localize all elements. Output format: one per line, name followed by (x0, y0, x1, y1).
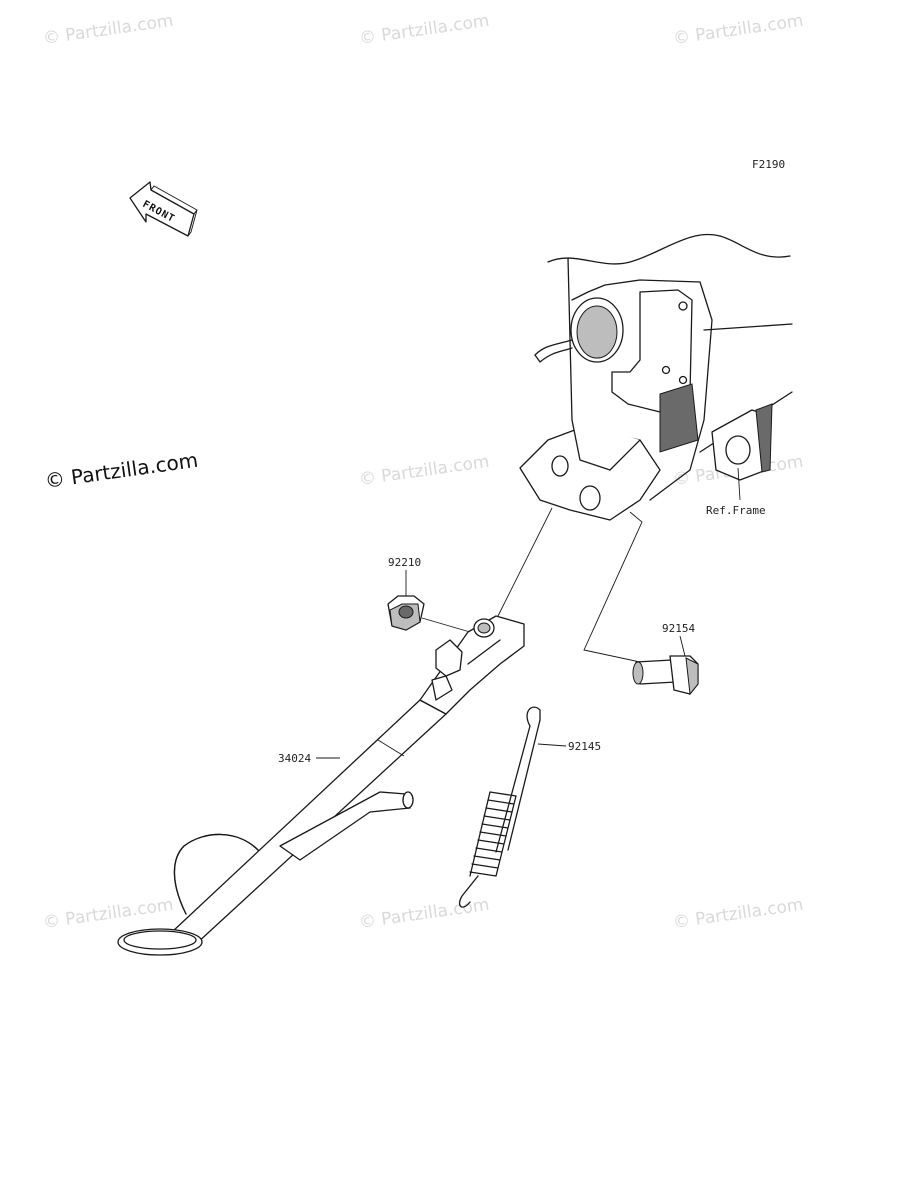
part-label-34024[interactable]: 34024 (278, 752, 311, 765)
part-label-92210[interactable]: 92210 (388, 556, 421, 569)
spring-92145[interactable]: 92145 (458, 706, 602, 908)
figure-code: F2190 (752, 158, 785, 171)
watermark-large: © Partzilla.com (43, 448, 199, 493)
side-stand-34024[interactable]: 34024 (117, 615, 525, 956)
guide-line-left (497, 507, 553, 617)
watermark-top-left: © Partzilla.com (42, 11, 175, 49)
bolt-92154[interactable]: 92154 (632, 622, 699, 696)
front-arrow-icon (129, 181, 195, 237)
watermark-layer: © Partzilla.com © Partzilla.com © Partzi… (42, 11, 805, 933)
nut-92210[interactable]: 92210 (387, 556, 425, 631)
guide-line-right (583, 511, 643, 663)
ref-frame-label: Ref.Frame (706, 504, 766, 517)
guide-line-nut (421, 617, 471, 633)
part-label-92154[interactable]: 92154 (662, 622, 695, 635)
frame-assembly: Ref.Frame (519, 233, 793, 521)
watermark-bottom-center: © Partzilla.com (358, 895, 491, 933)
watermark-bottom-right: © Partzilla.com (672, 895, 805, 933)
watermark-top-right: © Partzilla.com (672, 11, 805, 49)
watermark-top-center: © Partzilla.com (358, 11, 491, 49)
part-label-92145[interactable]: 92145 (568, 740, 601, 753)
watermark-bottom-left: © Partzilla.com (42, 895, 175, 933)
front-direction-marker: FRONT (129, 181, 198, 237)
spring-coils (469, 791, 517, 877)
watermark-mid-center: © Partzilla.com (358, 452, 491, 490)
